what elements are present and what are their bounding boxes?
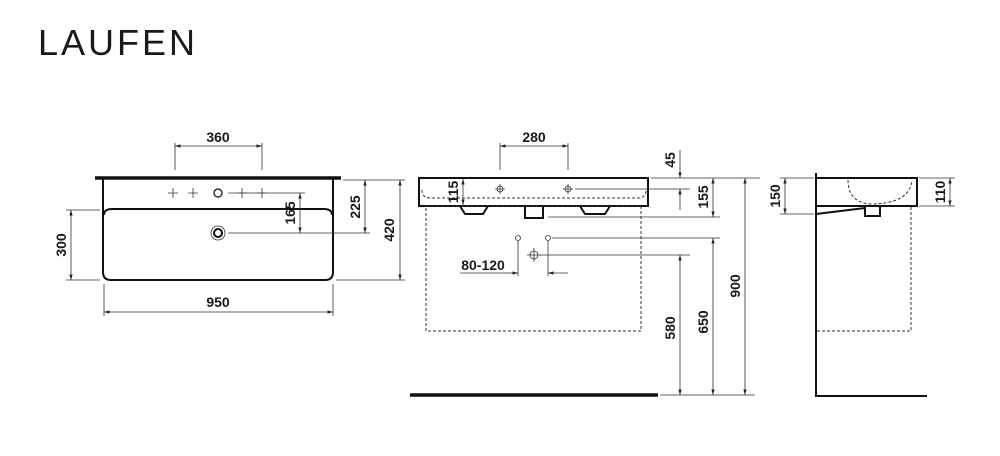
basin-underside [459,205,611,219]
laufen-logo: LAUFEN [38,22,199,63]
dim-80-120: 80-120 [461,257,505,273]
dim-280: 280 [522,129,546,145]
dim-115: 115 [445,180,461,203]
supply-points [515,235,551,262]
cabinet-outline [425,205,642,332]
dim-155: 155 [695,185,711,209]
dim-580: 580 [662,316,678,340]
plan-view: 360 165 225 420 300 950 [53,129,405,316]
dim-165: 165 [282,201,298,225]
cabinet-side [816,207,912,332]
dim-45: 45 [662,152,678,168]
dim-650: 650 [695,310,711,334]
dim-225: 225 [347,195,363,219]
basin-inner-edge [103,208,333,216]
dim-900: 900 [727,274,743,298]
dim-360: 360 [206,129,230,145]
dim-110: 110 [932,180,948,203]
drain-icon [210,225,226,241]
dim-950: 950 [206,294,230,310]
basin-outline [102,178,334,281]
front-view: 280 115 45 155 900 650 580 80-120 [410,129,760,397]
tap-holes [495,184,573,194]
dim-300: 300 [53,233,69,257]
side-view: 150 110 [767,173,955,397]
dim-420: 420 [381,218,397,242]
dim-150: 150 [767,184,783,208]
